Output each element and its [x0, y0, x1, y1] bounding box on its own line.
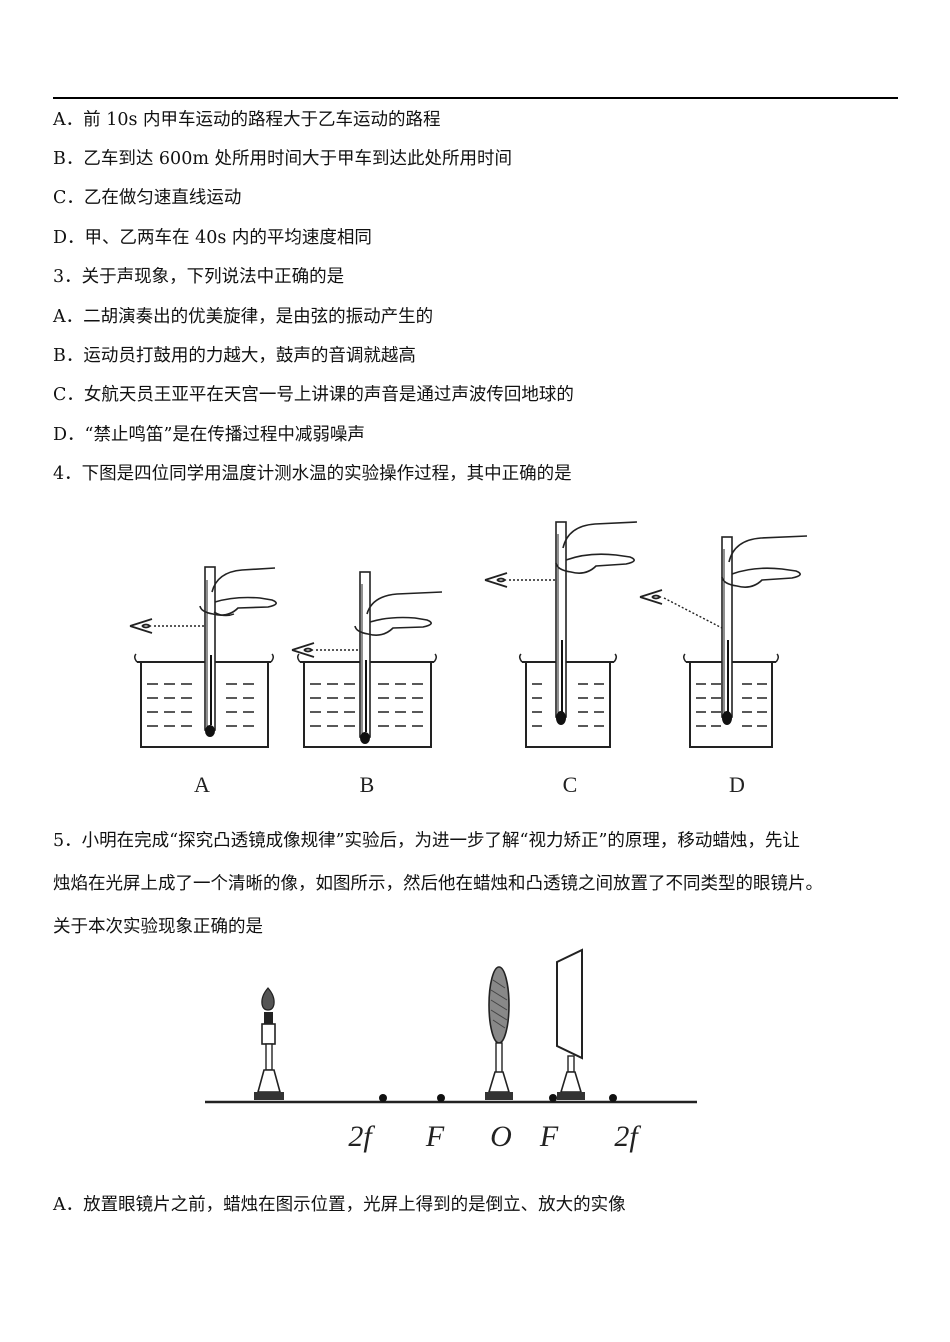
thermometer-figure: A B C	[129, 521, 808, 797]
q3-option-d: D．“禁止鸣笛”是在传播过程中减弱噪声	[53, 425, 365, 445]
axis-label-o: O	[490, 1120, 512, 1153]
axis-label-2f-right: 2f	[614, 1120, 641, 1153]
convex-lens-icon	[485, 966, 513, 1100]
header-rule	[53, 97, 898, 99]
q3-option-a: A．二胡演奏出的优美旋律，是由弦的振动产生的	[53, 307, 434, 327]
figure-label-d: D	[729, 772, 745, 797]
candle-icon	[254, 987, 284, 1100]
q2-option-d: D．甲、乙两车在 40s 内的平均速度相同	[53, 228, 372, 248]
q3-option-b: B．运动员打鼓用的力越大，鼓声的音调就越高	[53, 346, 416, 366]
axis-label-f-right: F	[539, 1120, 559, 1153]
figure-label-b: B	[360, 772, 375, 797]
figure-d: D	[639, 535, 808, 797]
q5-stem-line-2: 烛焰在光屏上成了一个清晰的像，如图所示，然后他在蜡烛和凸透镜之间放置了不同类型的…	[53, 874, 823, 894]
q5-stem-line-3: 关于本次实验现象正确的是	[53, 917, 263, 937]
q2-option-c: C．乙在做匀速直线运动	[53, 188, 242, 208]
figure-label-a: A	[194, 772, 210, 797]
figure-c: C	[484, 521, 638, 797]
axis-label-f-left: F	[425, 1120, 445, 1153]
q2-option-b: B．乙车到达 600m 处所用时间大于甲车到达此处所用时间	[53, 149, 512, 169]
figure-a: A	[129, 566, 277, 797]
q5-stem-line-1: 5．小明在完成“探究凸透镜成像规律”实验后，为进一步了解“视力矫正”的原理，移动…	[53, 831, 800, 851]
q5-stem: 5．小明在完成“探究凸透镜成像规律”实验后，为进一步了解“视力矫正”的原理，移动…	[53, 829, 903, 939]
q5-option-a: A．放置眼镜片之前，蜡烛在图示位置，光屏上得到的是倒立、放大的实像	[53, 1195, 626, 1215]
q2-option-a: A．前 10s 内甲车运动的路程大于乙车运动的路程	[53, 110, 441, 130]
figure-label-c: C	[563, 772, 578, 797]
screen-icon	[556, 948, 585, 1100]
axis-label-2f-left: 2f	[348, 1120, 375, 1153]
q4-stem: 4．下图是四位同学用温度计测水温的实验操作过程，其中正确的是	[53, 464, 572, 484]
figure-b: B	[291, 571, 443, 797]
lens-bench-figure: 2f F O F 2f	[205, 948, 697, 1153]
q3-option-c: C．女航天员王亚平在天宫一号上讲课的声音是通过声波传回地球的	[53, 385, 574, 405]
q3-stem: 3．关于声现象，下列说法中正确的是	[53, 267, 345, 287]
